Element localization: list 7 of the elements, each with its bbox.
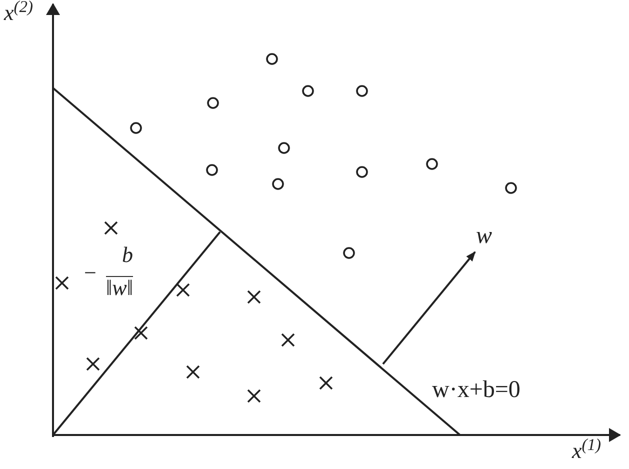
axis-label: x$^{(1)}$ (572, 440, 602, 462)
axis-label: x$^{(2)}$ (4, 2, 34, 24)
vector-label: w (476, 224, 492, 248)
denominator: ‖w‖ (106, 276, 134, 299)
minus-sign: − (84, 262, 96, 284)
numerator: b (122, 244, 133, 266)
hyperplane-equation: w·x+b=0 (432, 378, 520, 402)
